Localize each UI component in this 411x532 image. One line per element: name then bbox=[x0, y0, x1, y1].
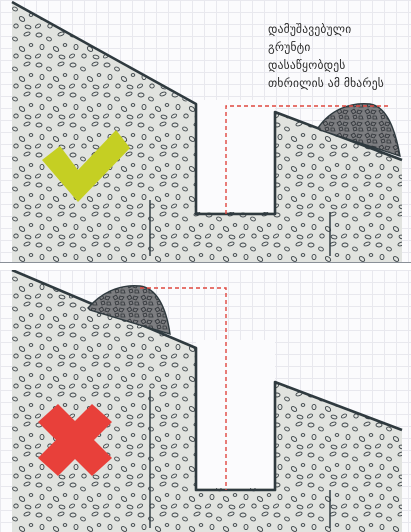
incorrect-placement-panel bbox=[0, 270, 411, 532]
correct-placement-panel: დამუშავებული გრუნტი დასაწყობდეს თხრილის … bbox=[0, 0, 411, 262]
spoil-pile bbox=[87, 285, 171, 335]
spoil-pile bbox=[317, 103, 401, 158]
left-ground bbox=[12, 270, 402, 532]
setback-guide-line bbox=[225, 105, 388, 214]
trench-diagram-incorrect bbox=[11, 270, 403, 532]
ground-outline bbox=[11, 0, 403, 216]
spoil-placement-caption: დამუშავებული გრუნტი დასაწყობდეს თხრილის … bbox=[268, 22, 384, 90]
ground-outline bbox=[11, 270, 403, 492]
panel-divider bbox=[0, 262, 411, 270]
trench-cavity bbox=[196, 100, 275, 212]
trench-cavity bbox=[196, 340, 275, 488]
setback-guide-line bbox=[140, 287, 227, 490]
cross-mark-icon bbox=[38, 404, 112, 476]
trench-diagram-correct bbox=[11, 0, 403, 262]
check-mark-icon bbox=[42, 130, 130, 202]
